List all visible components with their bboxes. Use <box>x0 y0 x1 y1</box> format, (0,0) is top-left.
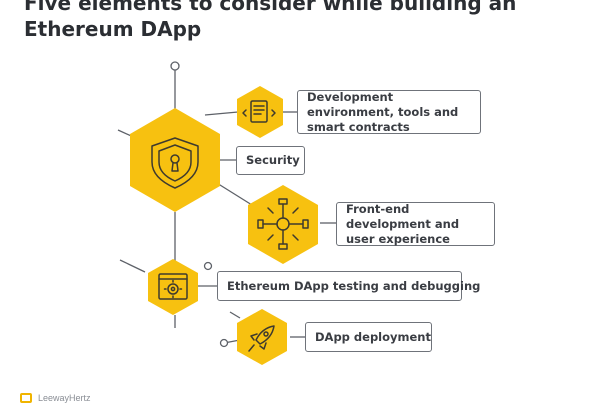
security-hexagon <box>130 108 220 212</box>
page-title: Five elements to consider while building… <box>24 0 517 41</box>
label-front-end-text: Front-end development and user experienc… <box>346 201 460 246</box>
connector-dot-top <box>170 61 180 71</box>
rocket-icon <box>248 325 275 352</box>
dev-environment-hexagon <box>237 86 283 138</box>
code-document-icon <box>242 100 276 123</box>
connector-dot-mid <box>203 261 213 271</box>
brand-name: LeewayHertz <box>38 393 91 403</box>
front-end-hexagon <box>248 185 318 264</box>
label-dev-environment: Development environment, tools and smart… <box>297 90 481 134</box>
brand-logo: LeewayHertz <box>20 392 160 404</box>
deployment-hexagon <box>237 309 287 365</box>
shield-lock-icon <box>151 137 199 189</box>
label-testing: Ethereum DApp testing and debugging <box>217 271 480 301</box>
label-front-end: Front-end development and user experienc… <box>336 202 495 246</box>
label-dev-environment-text: Development environment, tools and smart… <box>307 89 459 134</box>
connector-lines <box>117 70 336 344</box>
gear-screen-icon <box>158 273 188 300</box>
network-hands-icon <box>257 198 309 250</box>
brand-mark-icon <box>20 393 32 403</box>
label-deployment: DApp deployment <box>305 322 432 352</box>
label-security-text: Security <box>246 153 300 167</box>
label-security: Security <box>236 146 305 175</box>
label-deployment-text: DApp deployment <box>315 329 431 344</box>
label-testing-text: Ethereum DApp testing and debugging <box>227 278 481 293</box>
connector-dot-lower <box>219 338 229 348</box>
